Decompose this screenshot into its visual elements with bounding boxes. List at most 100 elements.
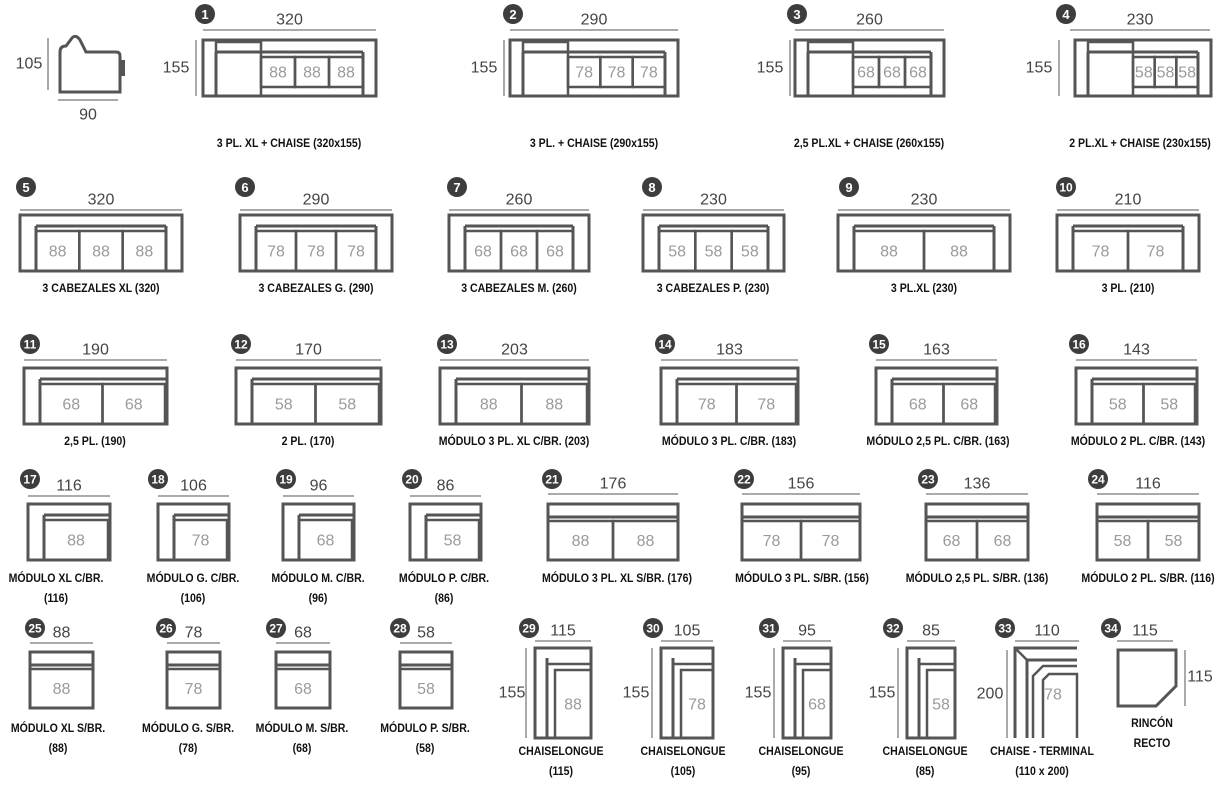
seat-width-label: 58 <box>668 244 686 261</box>
badge-number: 9 <box>845 180 852 195</box>
module-caption: MÓDULO G. S/BR. <box>141 721 235 735</box>
seat-width-label: 88 <box>564 697 582 714</box>
seat-width-label: 68 <box>317 533 335 550</box>
seat-cushion <box>424 518 481 562</box>
seat-cushion <box>334 229 378 273</box>
badge-number: 7 <box>453 180 460 195</box>
seat-width-label: 88 <box>67 533 85 550</box>
width-dimension: 230 <box>911 192 938 209</box>
badge-number: 2 <box>509 7 516 22</box>
width-dimension: 115 <box>1132 623 1158 640</box>
module-caption: MÓDULO G. C/BR. <box>146 571 240 585</box>
seat-width-label: 78 <box>192 533 210 550</box>
badge-circle <box>995 618 1015 638</box>
seat-width-label: 68 <box>510 244 528 261</box>
sofa-frame <box>234 366 383 426</box>
seat-width-label: 88 <box>545 397 563 414</box>
badge-number: 26 <box>159 622 173 636</box>
seat-cushion <box>327 55 365 89</box>
seat-cushion <box>274 667 332 710</box>
seat-width-label: 88 <box>269 65 287 82</box>
module-caption: 2 PL.XL + CHAISE (230x155) <box>1069 136 1211 150</box>
seat-cushion <box>28 667 95 710</box>
badge-number: 19 <box>279 473 293 487</box>
badge-number: 15 <box>872 338 886 352</box>
badge-number: 28 <box>393 622 407 636</box>
badge-number: 8 <box>648 180 655 195</box>
badge-circle <box>519 618 539 638</box>
seat-width-label: 88 <box>49 244 67 261</box>
badge-circle <box>869 334 889 354</box>
seat-width-label: 58 <box>1114 533 1132 550</box>
module-caption: (110 x 200) <box>1015 764 1069 778</box>
module-caption: MÓDULO 3 PL. S/BR. (156) <box>735 571 869 585</box>
seat-cushion <box>520 382 589 426</box>
badge-number: 29 <box>522 622 536 636</box>
chaise-section <box>214 40 263 98</box>
module-caption: 3 CABEZALES XL (320) <box>42 281 160 295</box>
badge-number: 21 <box>545 473 559 487</box>
seat-cushion <box>1126 229 1185 273</box>
seat-width-label: 68 <box>125 397 143 414</box>
width-dimension: 290 <box>581 12 608 29</box>
seat-width-label: 58 <box>1165 533 1183 550</box>
sofa-frame <box>508 38 680 98</box>
module-caption: (106) <box>180 591 206 605</box>
module-caption: (86) <box>434 591 454 605</box>
sofa-frame <box>793 38 946 98</box>
badge-circle <box>447 177 467 197</box>
module-caption: (116) <box>43 591 69 605</box>
width-dimension: 156 <box>788 476 815 493</box>
module-caption: (88) <box>48 741 68 755</box>
badge-number: 10 <box>1059 181 1073 195</box>
width-dimension: 58 <box>417 625 435 642</box>
seat-cushion <box>922 229 996 273</box>
width-dimension: 88 <box>53 625 71 642</box>
chaise-section <box>806 40 855 98</box>
chaise-frame <box>659 646 715 740</box>
width-dimension: 183 <box>716 342 743 359</box>
width-dimension: 230 <box>700 192 727 209</box>
seat-width-label: 58 <box>417 681 435 698</box>
seat-cushion <box>903 55 933 89</box>
badge-circle <box>235 177 255 197</box>
sofa-side-icon <box>58 34 122 94</box>
height-dimension: 115 <box>1187 669 1213 686</box>
module-caption: CHAISE - TERMINAL <box>990 744 1094 758</box>
module-caption: MÓDULO 2,5 PL. C/BR. (163) <box>866 434 1010 448</box>
badge-number: 5 <box>22 180 29 195</box>
seat-width-label: 78 <box>1044 687 1062 704</box>
width-dimension: 320 <box>276 12 303 29</box>
width-dimension: 105 <box>674 623 701 640</box>
module-caption: 3 CABEZALES P. (230) <box>656 281 770 295</box>
module-caption: (58) <box>415 741 435 755</box>
sofa-frame <box>28 650 95 710</box>
badge-number: 17 <box>23 473 37 487</box>
seat-width-label: 68 <box>909 397 927 414</box>
corner-module-shape <box>1116 648 1178 708</box>
module-caption: (105) <box>670 764 696 778</box>
width-dimension: 68 <box>294 625 312 642</box>
seat-width-label: 78 <box>575 65 593 82</box>
width-dimension: 85 <box>922 623 940 640</box>
reference-height: 105 <box>16 56 43 73</box>
module-caption: 3 PL. (210) <box>1101 281 1155 295</box>
module-caption: MÓDULO P. C/BR. <box>398 571 490 585</box>
seat-cushion <box>42 518 110 562</box>
badge-number: 25 <box>28 622 42 636</box>
width-dimension: 116 <box>1135 476 1161 493</box>
seat-width-label: 58 <box>932 697 950 714</box>
badge-number: 32 <box>886 622 900 636</box>
badge-circle <box>195 4 215 24</box>
width-dimension: 143 <box>1123 342 1150 359</box>
badge-number: 6 <box>241 180 248 195</box>
seat-cushion <box>735 382 798 426</box>
seat-width-label: 68 <box>883 65 901 82</box>
seat-cushion <box>165 667 222 710</box>
chaise-section <box>1086 40 1135 98</box>
module-caption: (85) <box>915 764 935 778</box>
width-dimension: 230 <box>1127 12 1154 29</box>
seat-cushion <box>101 382 167 426</box>
seat-cushion <box>611 519 680 562</box>
badge-number: 24 <box>1091 473 1105 487</box>
